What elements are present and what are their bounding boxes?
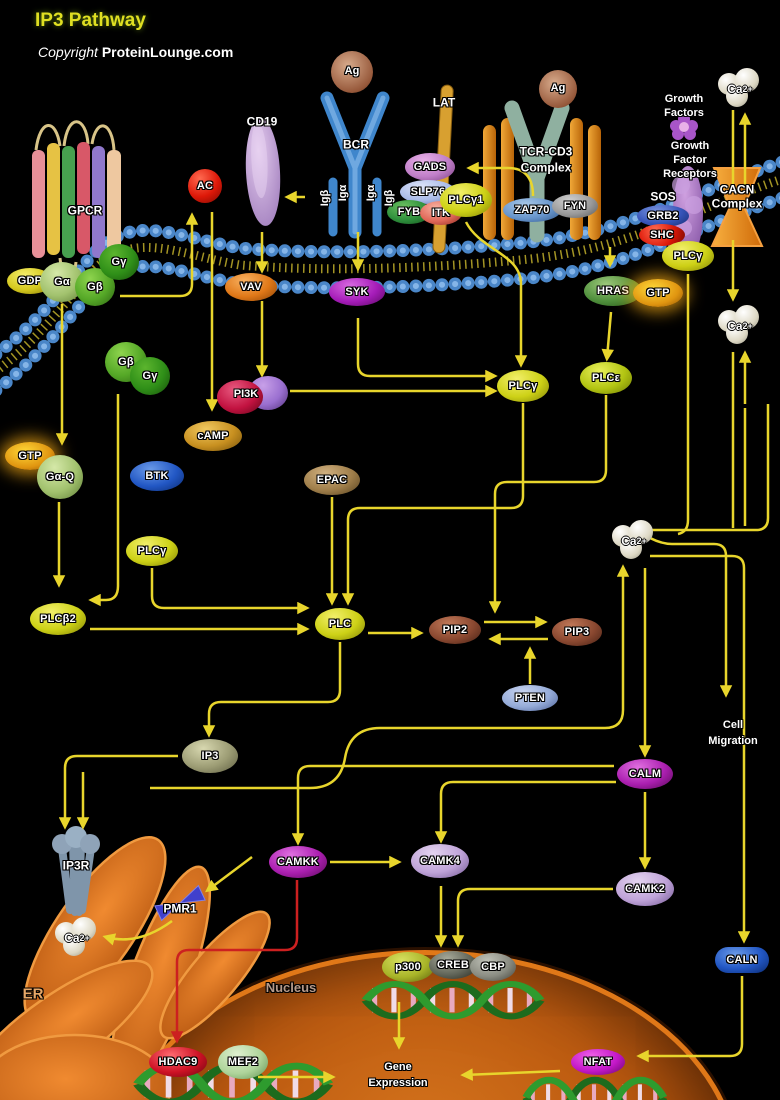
node-ip3[interactable]: IP3 (182, 739, 238, 773)
label-er: ER (22, 985, 44, 1003)
label-gpcr[interactable]: GPCR (67, 203, 103, 218)
node-camk2[interactable]: CAMK2 (616, 872, 674, 906)
node-caln[interactable]: CALN (715, 947, 769, 973)
node-g-gamma-2[interactable]: Gγ (130, 357, 170, 395)
label-gfr-3: Receptors (663, 168, 717, 181)
node-pi3k[interactable] (217, 380, 263, 414)
node-vav[interactable]: VAV (225, 273, 277, 301)
label-gene-expression-1: Gene (384, 1061, 412, 1074)
gpcr-receptor[interactable] (32, 120, 124, 278)
node-camp[interactable]: cAMP (184, 421, 242, 451)
copyright: Copyright ProteinLounge.com (38, 44, 233, 60)
label-gfr-2: Factor (673, 154, 707, 167)
pathway-arrows (52, 110, 770, 1084)
node-pten[interactable]: PTEN (502, 685, 558, 711)
label-nucleus: Nucleus (265, 979, 317, 995)
node-g-beta-2[interactable]: Gβ (105, 342, 147, 382)
node-creb[interactable]: CREB (429, 951, 477, 979)
node-syk[interactable]: SYK (329, 278, 385, 306)
growth-factors-ligand (670, 113, 698, 140)
copyright-prefix: Copyright (38, 44, 98, 60)
node-g-beta[interactable]: Gβ (75, 268, 115, 306)
antigen-sphere (331, 51, 373, 93)
node-epac[interactable]: EPAC (304, 465, 360, 495)
node-gads[interactable]: GADS (405, 153, 455, 181)
node-plc[interactable]: PLC (315, 608, 365, 640)
label-gene-expression-2: Expression (368, 1077, 428, 1090)
label-growth-factors-1: Growth (664, 93, 704, 106)
label-ig-alpha-left: Igα (337, 184, 350, 202)
ip3r-channel[interactable] (52, 826, 100, 916)
node-plc-gamma-mid[interactable]: PLCγ (497, 370, 549, 402)
cd19-receptor[interactable] (243, 117, 283, 227)
label-gfr-1: Growth (670, 140, 710, 153)
label-ig-beta-left: Igβ (319, 189, 332, 207)
label-cacn-line1[interactable]: CACN (719, 182, 755, 197)
bcr-receptor[interactable] (320, 51, 390, 239)
page-title: IP3 Pathway (35, 10, 146, 31)
node-g-alpha-q[interactable]: Gα-Q (37, 455, 83, 499)
label-ip3r[interactable]: IP3R (62, 858, 90, 873)
label-growth-factors-2: Factors (664, 107, 704, 120)
label-antigen-bcr: Ag (344, 65, 360, 78)
antigen-sphere (539, 70, 577, 108)
node-grb2[interactable]: GRB2 (637, 205, 689, 227)
node-hdac9[interactable]: HDAC9 (149, 1047, 207, 1077)
node-plc-beta2[interactable]: PLCβ2 (30, 603, 86, 635)
node-shc[interactable]: SHC (639, 224, 685, 246)
node-pip2[interactable]: PIP2 (429, 616, 481, 644)
node-fyn[interactable]: FYN (552, 194, 598, 218)
node-gtp-hras[interactable]: GTP (633, 279, 683, 307)
inhibition-arrow-camkk-hdac9 (170, 880, 299, 1044)
label-cell-migration-2: Migration (708, 735, 758, 748)
node-cbp[interactable]: CBP (470, 953, 516, 981)
node-btk[interactable]: BTK (130, 461, 184, 491)
label-bcr[interactable]: BCR (343, 137, 369, 152)
node-camkk[interactable]: CAMKK (269, 846, 327, 878)
node-calm[interactable]: CALM (617, 759, 673, 789)
node-mef2[interactable]: MEF2 (218, 1045, 268, 1079)
node-plc-epsilon[interactable]: PLCε (580, 362, 632, 394)
label-lat[interactable]: LAT (432, 95, 456, 110)
label-cacn-line2[interactable]: Complex (711, 196, 763, 211)
node-g-gamma[interactable]: Gγ (99, 244, 139, 280)
node-hras[interactable]: HRAS (584, 276, 642, 306)
label-ig-alpha-right: Igα (365, 184, 378, 202)
node-plc-gamma-gf[interactable]: PLCγ (662, 241, 714, 271)
node-camk4[interactable]: CAMK4 (411, 844, 469, 878)
label-cell-migration-1: Cell (722, 719, 744, 732)
copyright-brand[interactable]: ProteinLounge.com (101, 44, 234, 60)
node-plc-gamma-btk[interactable]: PLCγ (126, 536, 178, 566)
label-tcr-line2[interactable]: Complex (520, 160, 572, 175)
label-pi3k[interactable]: PI3K (233, 388, 259, 401)
label-ig-beta-right: Igβ (383, 189, 396, 207)
label-antigen-tcr: Ag (550, 82, 566, 95)
label-sos[interactable]: SOS (650, 189, 676, 204)
node-plc-gamma1[interactable]: PLCγ1 (440, 183, 492, 217)
label-cd19[interactable]: CD19 (246, 114, 278, 129)
node-zap70[interactable]: ZAP70 (503, 198, 561, 222)
cacn-channel[interactable] (710, 167, 764, 247)
node-ac[interactable]: AC (188, 169, 222, 203)
node-nfat[interactable]: NFAT (571, 1049, 625, 1075)
label-pmr1[interactable]: PMR1 (163, 901, 197, 916)
pmr1-pump[interactable] (154, 884, 206, 922)
node-p300[interactable]: p300 (382, 952, 434, 982)
node-pip3[interactable]: PIP3 (552, 618, 602, 646)
label-tcr-line1[interactable]: TCR-CD3 (519, 144, 573, 159)
